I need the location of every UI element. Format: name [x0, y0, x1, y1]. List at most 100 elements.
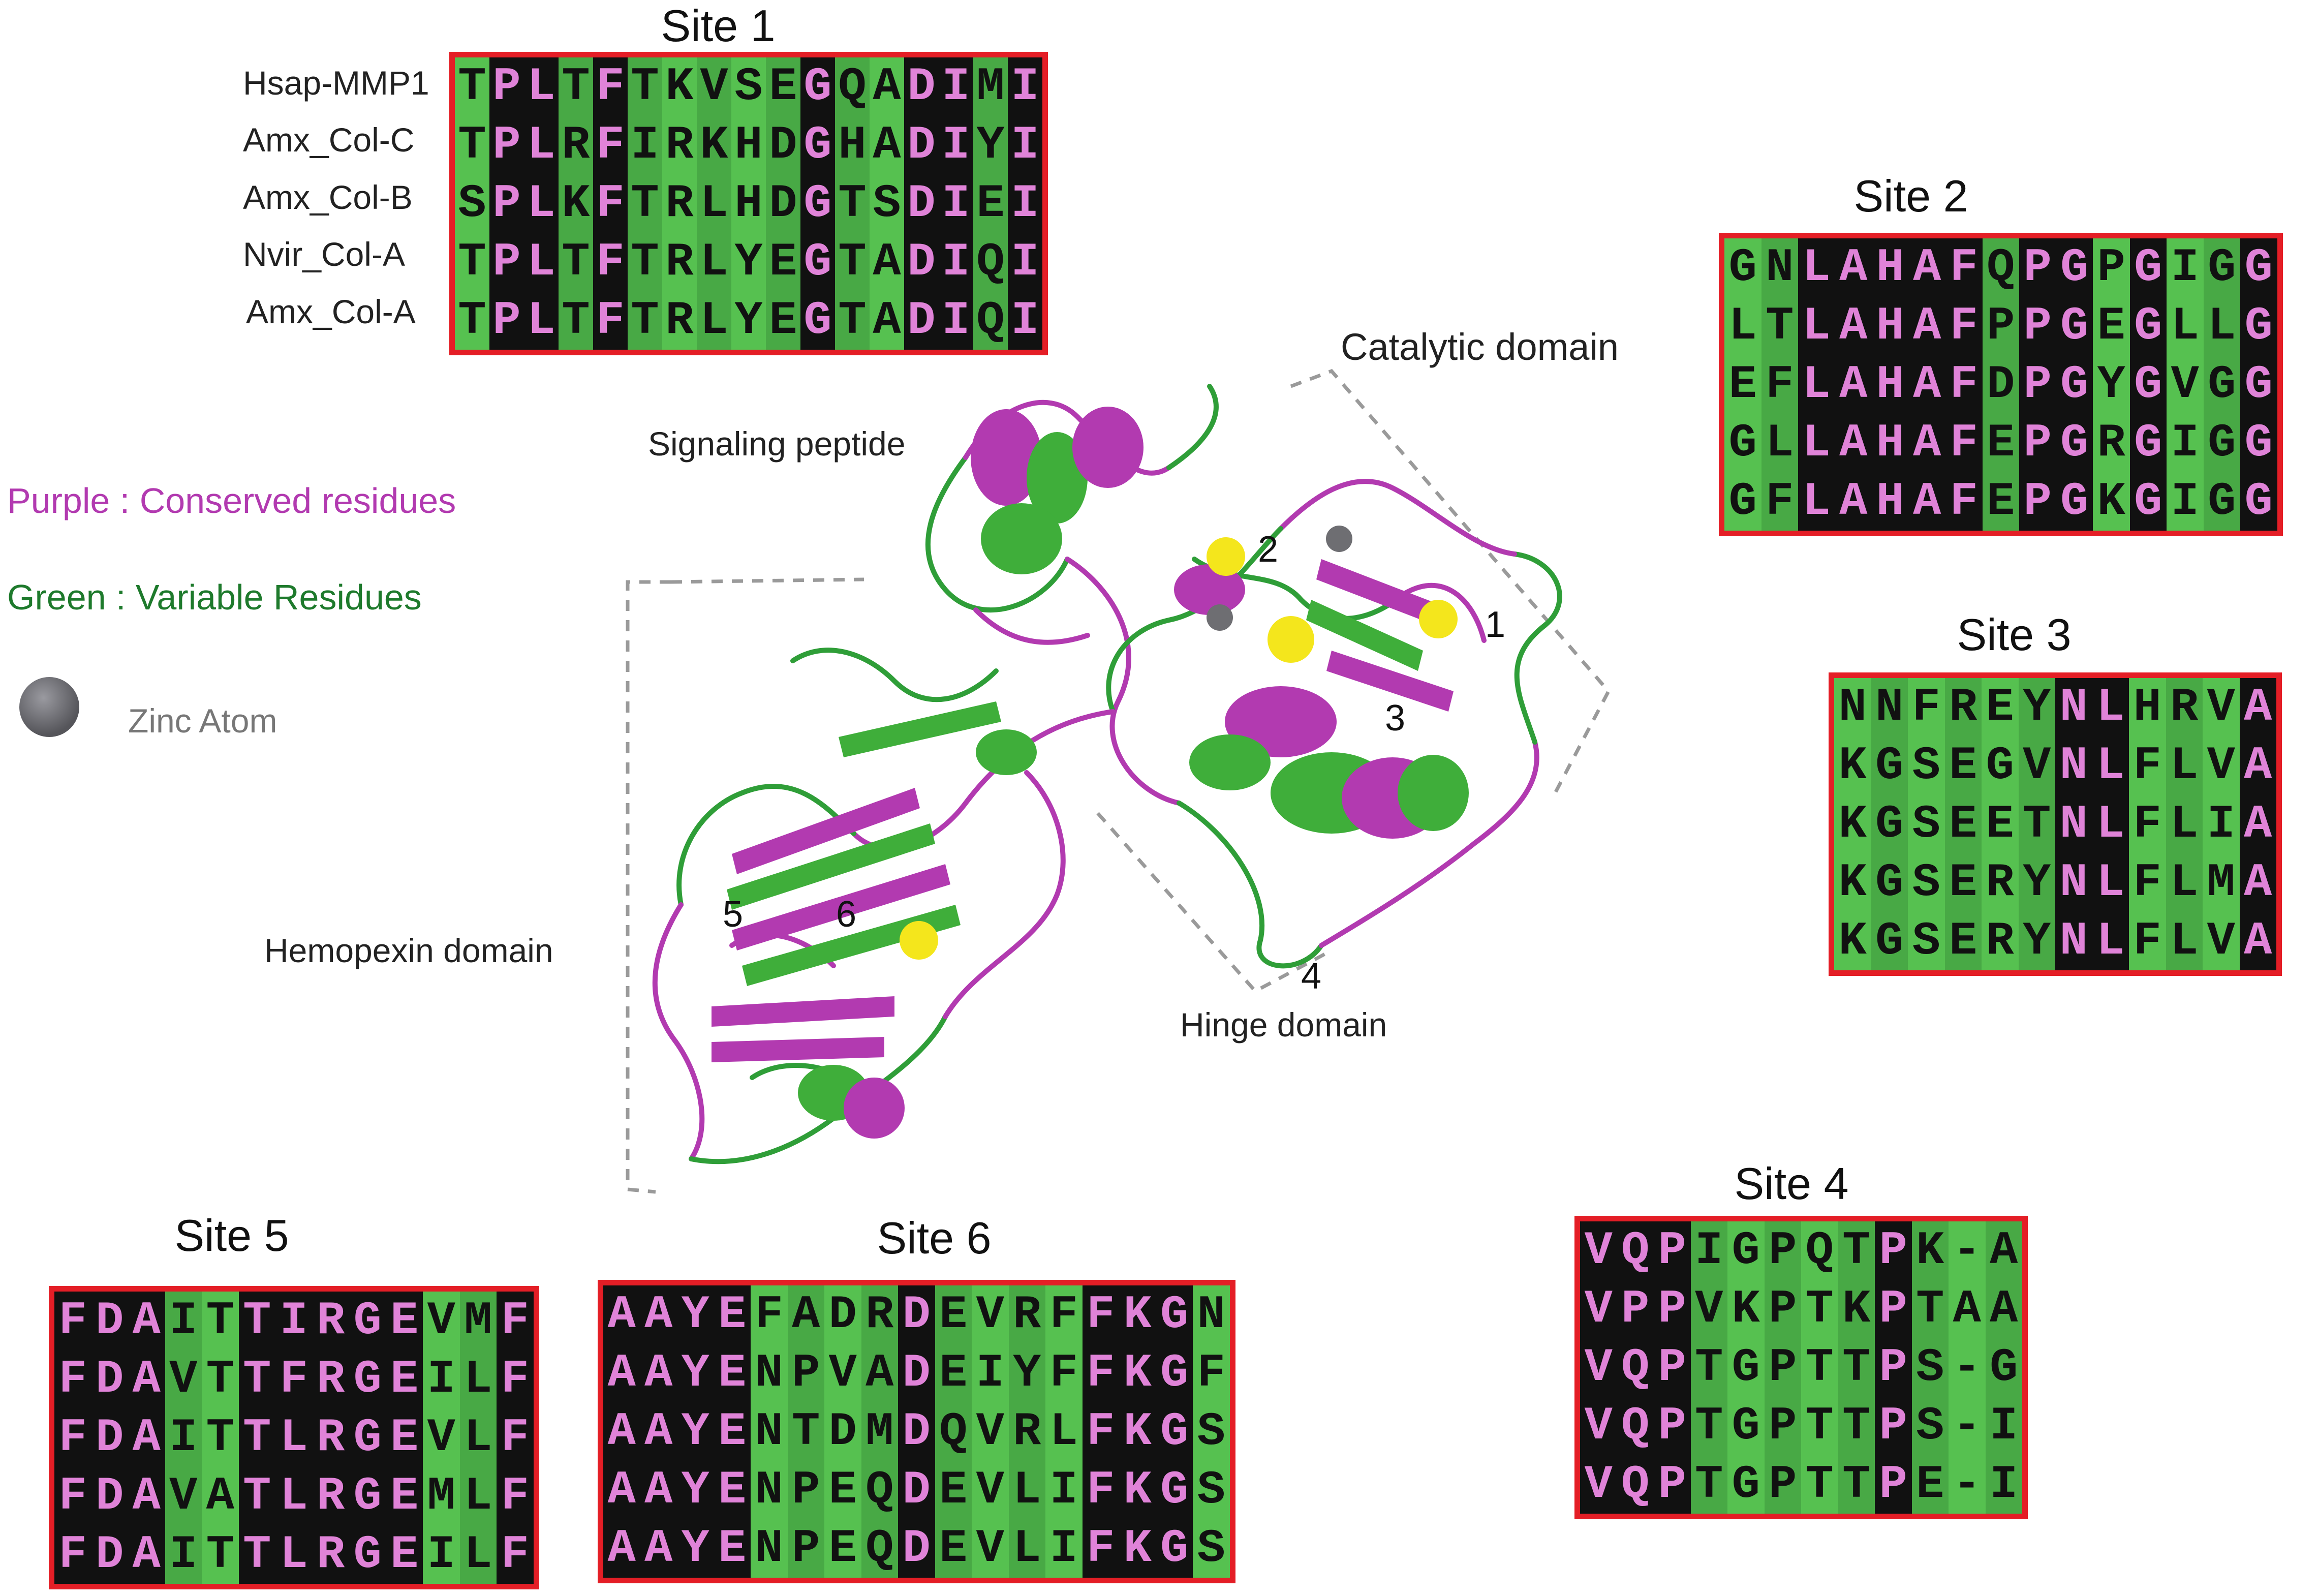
residue-cell: P — [2019, 238, 2056, 297]
residue-cell: F — [497, 1408, 534, 1467]
residue-cell: R — [1008, 1285, 1045, 1344]
residue-cell: K — [2093, 472, 2130, 531]
residue-cell: E — [1982, 678, 2019, 736]
residue-cell: I — [2167, 238, 2204, 297]
residue-cell: K — [1838, 1280, 1875, 1338]
residue-cell: F — [497, 1350, 534, 1408]
residue-cell: V — [972, 1402, 1009, 1461]
residue-cell: D — [91, 1467, 128, 1525]
residue-cell: P — [1875, 1397, 1912, 1455]
residue-cell: H — [1872, 414, 1909, 472]
residue-cell: V — [165, 1350, 202, 1408]
residue-cell: E — [386, 1408, 423, 1467]
site2-sphere — [1207, 537, 1245, 576]
residue-cell: P — [1654, 1221, 1691, 1280]
residue-cell: F — [2129, 795, 2166, 853]
residue-cell: P — [787, 1519, 824, 1578]
residue-cell: G — [800, 233, 835, 291]
residue-cell: D — [904, 57, 939, 116]
residue-cell: V — [2203, 736, 2240, 795]
residue-cell: L — [2166, 736, 2203, 795]
residue-cell: A — [861, 1344, 898, 1402]
residue-cell: Q — [1982, 238, 2019, 297]
residue-cell: D — [898, 1461, 935, 1519]
residue-cell: T — [1838, 1221, 1875, 1280]
residue-cell: G — [1156, 1461, 1193, 1519]
residue-cell: L — [459, 1467, 497, 1525]
residue-cell: G — [2240, 238, 2277, 297]
label-signaling-peptide: Signaling peptide — [648, 425, 906, 463]
residue-cell: G — [1871, 912, 1908, 970]
residue-cell: E — [1911, 1455, 1949, 1514]
residue-cell: Q — [973, 291, 1008, 350]
residue-cell: E — [2093, 297, 2130, 355]
residue-cell: A — [1985, 1280, 2022, 1338]
residue-cell: N — [751, 1461, 788, 1519]
residue-cell: I — [165, 1292, 202, 1350]
residue-cell: A — [1949, 1280, 1986, 1338]
residue-cell: A — [640, 1402, 677, 1461]
residue-cell: L — [275, 1525, 313, 1584]
residue-cell: E — [714, 1402, 751, 1461]
residue-cell: R — [1944, 678, 1982, 736]
residue-cell: S — [455, 174, 489, 233]
residue-cell: F — [1193, 1344, 1230, 1402]
residue-cell: L — [459, 1350, 497, 1408]
residue-cell: V — [165, 1467, 202, 1525]
residue-cell: A — [603, 1519, 640, 1578]
residue-cell: P — [2019, 355, 2056, 414]
residue-cell: A — [2239, 795, 2276, 853]
residue-cell: Y — [1008, 1344, 1045, 1402]
residue-cell: Y — [2018, 853, 2055, 912]
residue-cell: A — [202, 1467, 239, 1525]
residue-cell: L — [459, 1408, 497, 1467]
residue-cell: R — [1008, 1402, 1045, 1461]
residue-cell: I — [939, 116, 973, 174]
residue-cell: L — [1008, 1519, 1045, 1578]
residue-cell: G — [1871, 795, 1908, 853]
site3-title: Site 3 — [1957, 609, 2072, 660]
residue-cell: T — [1801, 1280, 1838, 1338]
residue-cell: F — [1045, 1285, 1083, 1344]
residue-cell: H — [1872, 238, 1909, 297]
residue-cell: A — [128, 1408, 165, 1467]
residue-cell: A — [128, 1350, 165, 1408]
residue-cell: N — [751, 1402, 788, 1461]
residue-cell: F — [1945, 414, 1983, 472]
residue-cell: R — [1982, 853, 2019, 912]
residue-cell: A — [2239, 853, 2276, 912]
residue-cell: N — [2055, 736, 2092, 795]
residue-cell: F — [54, 1408, 91, 1467]
residue-cell: G — [1982, 736, 2019, 795]
residue-cell: T — [202, 1525, 239, 1584]
site1-sphere — [1419, 600, 1458, 638]
residue-cell: E — [386, 1467, 423, 1525]
residue-cell: F — [497, 1525, 534, 1584]
residue-cell: M — [973, 57, 1008, 116]
residue-cell: T — [238, 1292, 275, 1350]
residue-cell: P — [1617, 1280, 1654, 1338]
residue-cell: D — [766, 116, 800, 174]
residue-cell: T — [1801, 1397, 1838, 1455]
residue-cell: K — [1119, 1461, 1156, 1519]
residue-cell: L — [2092, 912, 2129, 970]
residue-cell: H — [1872, 355, 1909, 414]
residue-cell: P — [1654, 1455, 1691, 1514]
residue-cell: P — [1764, 1221, 1801, 1280]
residue-cell: F — [54, 1467, 91, 1525]
residue-cell: G — [2240, 472, 2277, 531]
residue-cell: P — [1764, 1338, 1801, 1397]
site6-sphere — [900, 921, 938, 960]
residue-cell: Q — [1801, 1221, 1838, 1280]
residue-cell: P — [1875, 1280, 1912, 1338]
residue-cell: L — [697, 233, 731, 291]
residue-cell: D — [91, 1408, 128, 1467]
residue-cell: D — [898, 1344, 935, 1402]
